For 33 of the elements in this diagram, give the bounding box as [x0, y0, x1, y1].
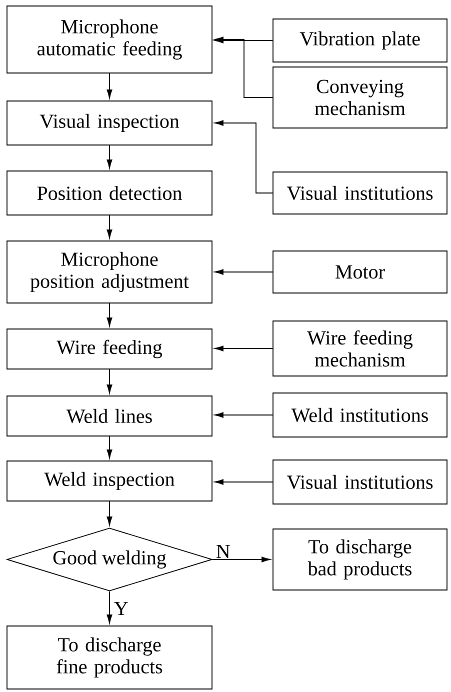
process-box: Position detection — [6, 170, 212, 216]
process-box: Weld lines — [6, 396, 212, 436]
process-box: Visual inspection — [6, 100, 212, 146]
process-box: Motor — [272, 250, 448, 294]
process-box: Microphone automatic feeding — [6, 6, 212, 74]
process-box: To discharge bad products — [272, 528, 448, 590]
arrow — [106, 369, 112, 394]
arrow — [214, 479, 273, 485]
arrow — [106, 501, 112, 526]
arrow — [214, 346, 273, 352]
arrow — [106, 591, 112, 624]
arrow — [106, 215, 112, 238]
process-box: Wire feeding mechanism — [272, 320, 448, 376]
process-box: Vibration plate — [272, 18, 448, 62]
arrow — [214, 412, 273, 418]
arrow — [212, 556, 270, 562]
arrow — [214, 36, 273, 98]
process-box: Conveying mechanism — [272, 66, 448, 128]
edge-label: N — [216, 544, 230, 558]
process-box: Weld institutions — [272, 392, 448, 438]
arrow — [214, 120, 273, 194]
process-box: Microphone position adjustment — [6, 240, 212, 304]
arrow — [106, 73, 112, 98]
arrow — [106, 436, 112, 458]
process-box: Wire feeding — [6, 328, 212, 370]
edge-label: Y — [114, 602, 128, 616]
arrow — [214, 269, 273, 275]
process-box: Visual institutions — [272, 172, 448, 214]
process-box: To discharge fine products — [6, 626, 212, 690]
arrow — [106, 303, 112, 326]
process-box: Visual institutions — [272, 460, 448, 504]
process-box: Weld inspection — [6, 460, 212, 502]
arrow — [106, 145, 112, 168]
